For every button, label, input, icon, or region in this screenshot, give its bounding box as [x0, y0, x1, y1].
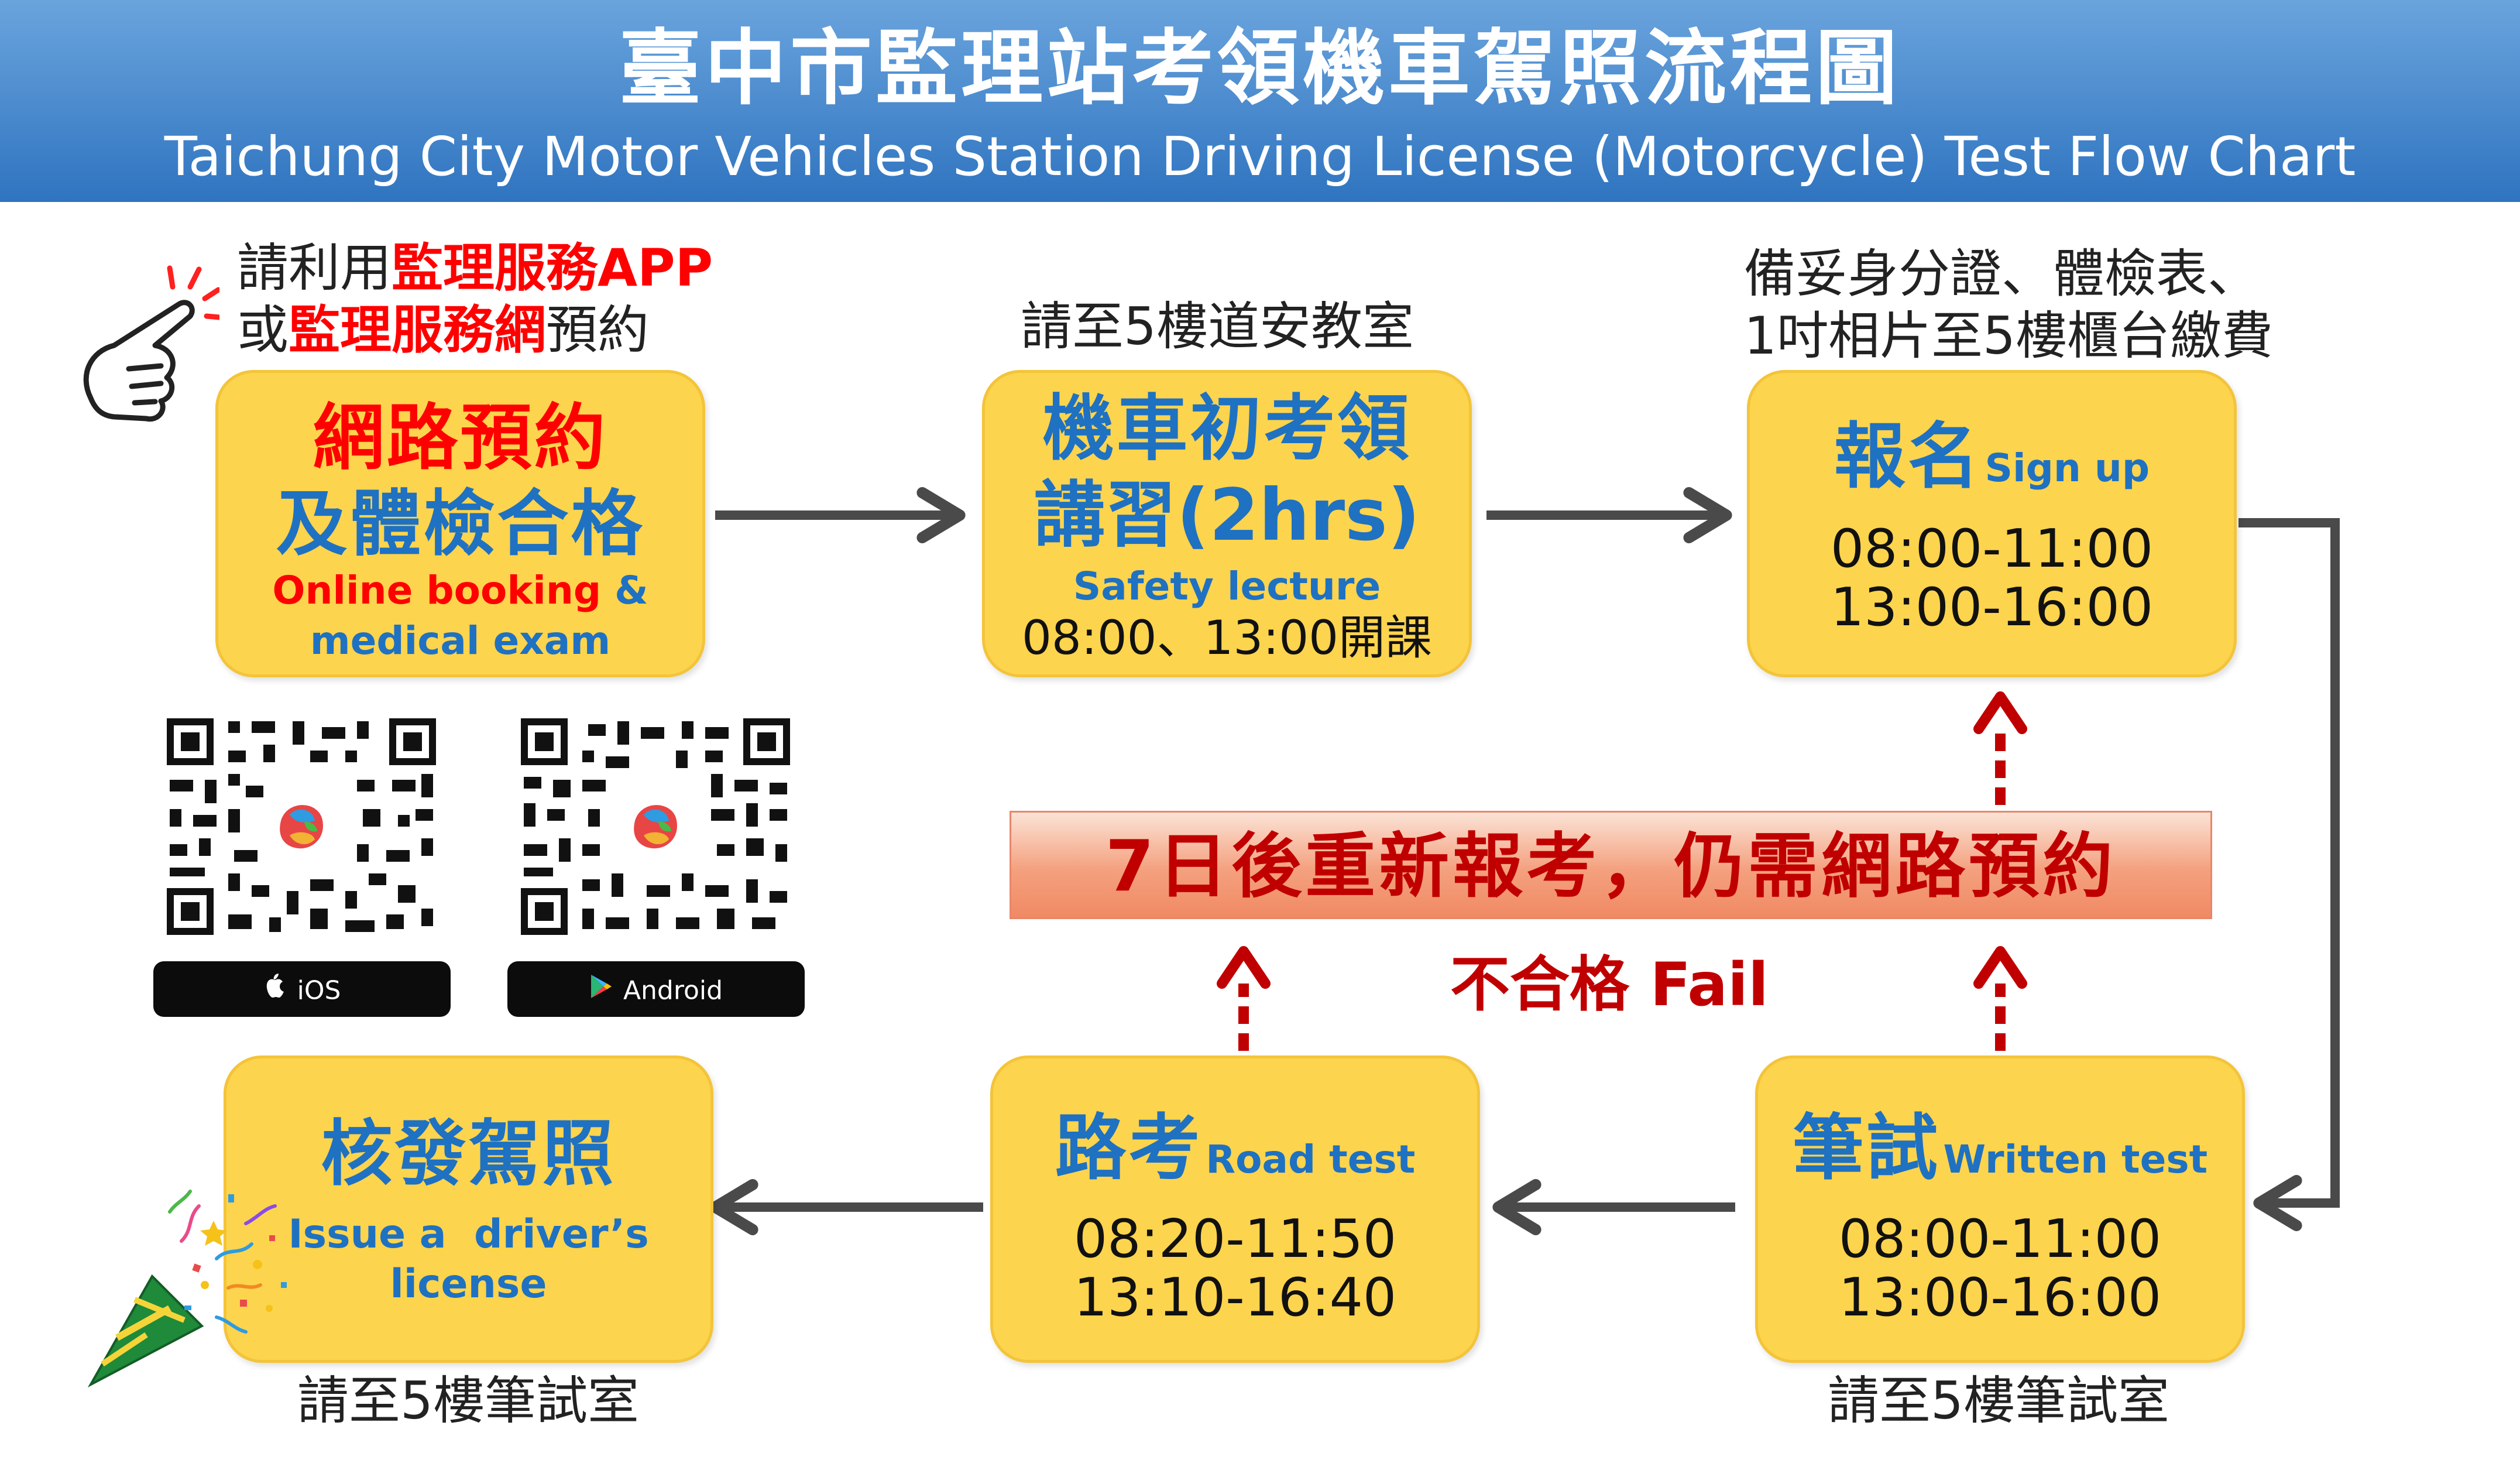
header-banner	[0, 0, 2520, 202]
written-title: 筆試 Written test	[1792, 1106, 2208, 1190]
fail-arrow-written	[1973, 946, 2027, 1051]
step-written-test: 筆試 Written test 08:00-11:00 13:00-16:00	[1755, 1056, 2245, 1363]
qr-code-icon[interactable]	[164, 715, 439, 938]
online-title-line1: 網路預約	[313, 396, 608, 479]
signup-note-line2: 1吋相片至5樓櫃台繳費	[1744, 305, 2273, 366]
service-app-link[interactable]: 監理服務APP	[392, 238, 713, 298]
online-note-text: 預約	[546, 299, 650, 360]
party-popper-icon	[82, 1188, 339, 1393]
step-issue-license: 核發駕照 Issue a driver’s license	[224, 1056, 713, 1363]
lecture-times: 08:00、13:00開課	[1021, 611, 1433, 665]
ios-store-button[interactable]: iOS	[153, 961, 451, 1017]
issue-note: 請至5樓筆試室	[297, 1370, 639, 1431]
lecture-title-line1: 機車初考領	[1042, 387, 1412, 470]
issue-en-line2: license	[390, 1261, 547, 1307]
step-online-booking: 網路預約 及體檢合格 Online booking & medical exam	[215, 370, 705, 677]
written-note: 請至5樓筆試室	[1828, 1370, 2169, 1431]
service-website-link[interactable]: 監理服務網	[289, 299, 547, 360]
arrow-signup-to-written	[2239, 518, 2340, 1231]
fail-label: 不合格 Fail	[1450, 950, 1769, 1020]
online-note-text: 或	[237, 299, 289, 360]
qr-code-icon[interactable]	[518, 715, 793, 938]
lecture-en: Safety lecture	[1073, 564, 1381, 609]
online-en-line2: medical exam	[310, 618, 611, 663]
online-note: 請利用監理服務APP 或監理服務網預約	[237, 237, 764, 361]
road-title: 路考 Road test	[1055, 1106, 1416, 1190]
ios-label: iOS	[297, 975, 341, 1006]
retest-banner: 7日後重新報考，仍需網路預約	[1010, 811, 2212, 919]
online-en-line1: Online booking &	[272, 568, 648, 613]
fail-arrow-road	[1217, 946, 1271, 1051]
signup-note-line1: 備妥身分證、體檢表、	[1744, 244, 2260, 304]
apple-icon	[263, 963, 287, 1019]
online-note-text: 請利用	[237, 238, 392, 298]
step-sign-up: 報名 Sign up 08:00-11:00 13:00-16:00	[1747, 370, 2237, 677]
retest-text: 7日後重新報考，仍需網路預約	[1105, 826, 2117, 907]
road-time1: 08:20-11:50	[1073, 1208, 1397, 1270]
signup-time1: 08:00-11:00	[1830, 518, 2154, 580]
page-title-en: Taichung City Motor Vehicles Station Dri…	[164, 125, 2356, 188]
online-title-line2: 及體檢合格	[276, 482, 645, 566]
android-store-button[interactable]: Android	[507, 961, 805, 1017]
page-title-zh: 臺中市監理站考領機車駕照流程圖	[619, 21, 1901, 116]
step-safety-lecture: 機車初考領 講習(2hrs) Safety lecture 08:00、13:0…	[982, 370, 1472, 677]
android-label: Android	[623, 975, 723, 1006]
issue-en-line1: Issue a driver’s	[288, 1211, 649, 1257]
road-time2: 13:10-16:40	[1073, 1267, 1397, 1328]
pointing-hand-icon	[73, 263, 222, 439]
lecture-title-line2: 講習(2hrs)	[1034, 474, 1420, 557]
written-time2: 13:00-16:00	[1838, 1267, 2162, 1328]
step-road-test: 路考 Road test 08:20-11:50 13:10-16:40	[990, 1056, 1480, 1363]
lecture-note: 請至5樓道安教室	[1021, 296, 1414, 357]
written-time1: 08:00-11:00	[1838, 1208, 2162, 1270]
retest-arrow-to-signup	[1973, 691, 2027, 805]
issue-title: 核發駕照	[321, 1112, 616, 1195]
play-store-icon	[589, 963, 613, 1019]
signup-title: 報名 Sign up	[1834, 415, 2150, 498]
signup-time2: 13:00-16:00	[1830, 577, 2154, 638]
signup-note: 備妥身分證、體檢表、 1吋相片至5樓櫃台繳費	[1744, 243, 2318, 366]
